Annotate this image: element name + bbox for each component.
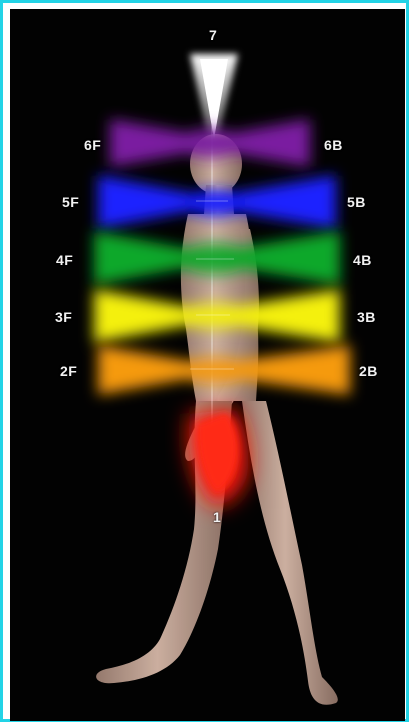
label-root: 1 (213, 509, 221, 525)
label-back-6: 6B (324, 137, 343, 153)
label-front-4: 4F (56, 252, 73, 268)
chakra-diagram: 7 6F 6B 5F 5B 4F 4B 3F 3B 2F 2B 1 (10, 9, 405, 721)
label-front-2: 2F (60, 363, 77, 379)
label-back-5: 5B (347, 194, 366, 210)
label-crown: 7 (209, 27, 217, 43)
label-front-5: 5F (62, 194, 79, 210)
label-back-4: 4B (353, 252, 372, 268)
label-back-3: 3B (357, 309, 376, 325)
label-front-6: 6F (84, 137, 101, 153)
label-back-2: 2B (359, 363, 378, 379)
label-front-3: 3F (55, 309, 72, 325)
